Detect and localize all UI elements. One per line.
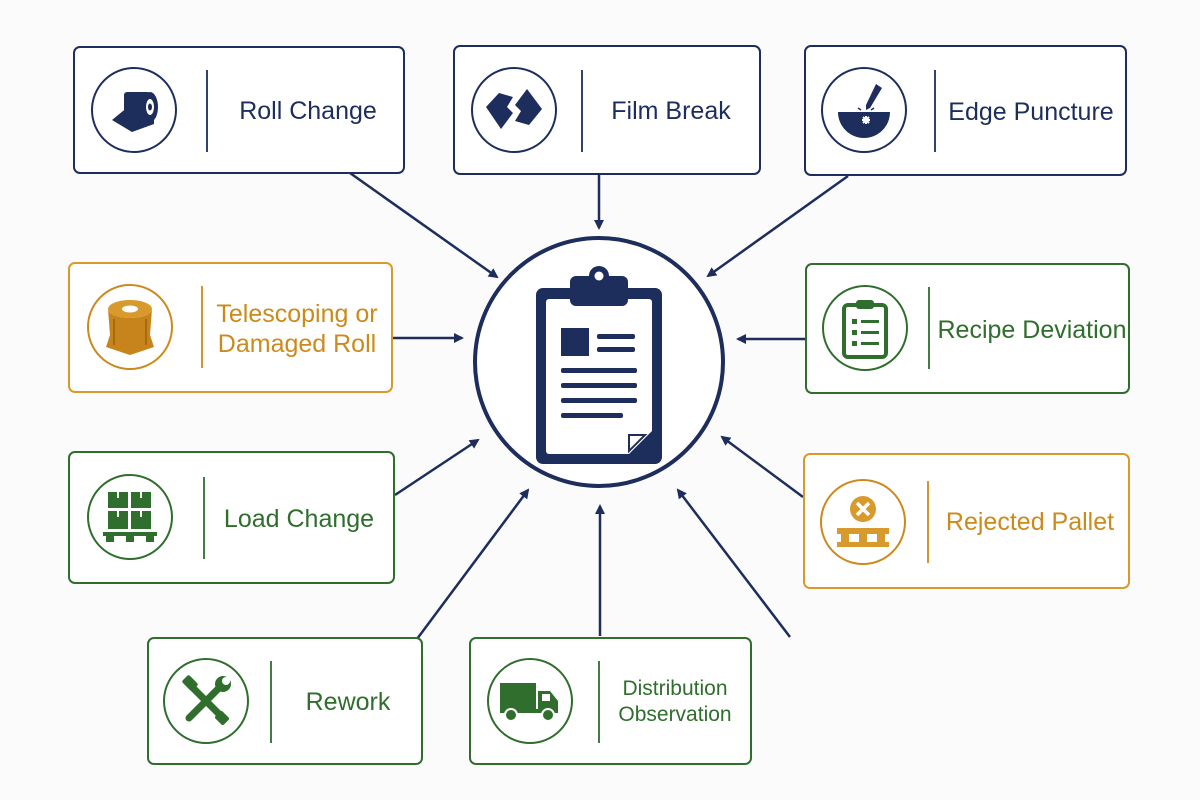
node-telescoping: Telescoping or Damaged Roll <box>68 262 393 393</box>
node-edge-puncture: Edge Puncture <box>804 45 1127 176</box>
node-rework: Rework <box>147 637 423 765</box>
film-roll-icon <box>91 67 177 153</box>
divider <box>203 477 205 559</box>
divider <box>270 661 272 743</box>
node-load-change: Load Change <box>68 451 395 584</box>
label-recipe-deviation: Recipe Deviation <box>937 315 1127 344</box>
node-film-break: Film Break <box>453 45 761 175</box>
rejected-pallet-icon <box>820 479 906 565</box>
central-report-hub <box>473 236 725 488</box>
clipboard-report-icon <box>536 266 662 464</box>
label-distribution: Distribution Observation <box>618 677 732 726</box>
checklist-icon <box>822 285 908 371</box>
divider <box>581 70 583 152</box>
wrench-icon <box>163 658 249 744</box>
divider <box>201 286 203 368</box>
node-distribution: Distribution Observation <box>469 637 752 765</box>
label-roll-change: Roll Change <box>239 97 377 125</box>
label-rework: Rework <box>305 688 391 716</box>
label-edge-puncture: Edge Puncture <box>948 97 1114 126</box>
arrow-roll-change <box>349 171 499 279</box>
puncture-icon <box>821 67 907 153</box>
arrow-rejected-pallet <box>720 435 804 499</box>
divider <box>598 661 600 743</box>
divider <box>934 70 936 152</box>
arrow-load-change <box>394 438 480 497</box>
divider <box>928 287 930 369</box>
label-film-break: Film Break <box>611 97 731 125</box>
broken-film-icon <box>471 67 557 153</box>
arrow-rework <box>415 488 530 640</box>
pallet-boxes-icon <box>87 474 173 560</box>
label-load-change: Load Change <box>223 504 375 533</box>
damaged-roll-icon <box>87 284 173 370</box>
divider <box>206 70 208 152</box>
node-rejected-pallet: Rejected Pallet <box>803 453 1130 589</box>
node-roll-change: Roll Change <box>73 46 405 174</box>
node-recipe-deviation: Recipe Deviation <box>805 263 1130 394</box>
arrow-bottom-right <box>676 488 791 638</box>
label-rejected-pallet: Rejected Pallet <box>945 508 1115 536</box>
divider <box>927 481 929 563</box>
truck-icon <box>487 658 573 744</box>
arrow-edge-puncture <box>706 174 849 278</box>
label-telescoping: Telescoping or Damaged Roll <box>216 299 378 358</box>
